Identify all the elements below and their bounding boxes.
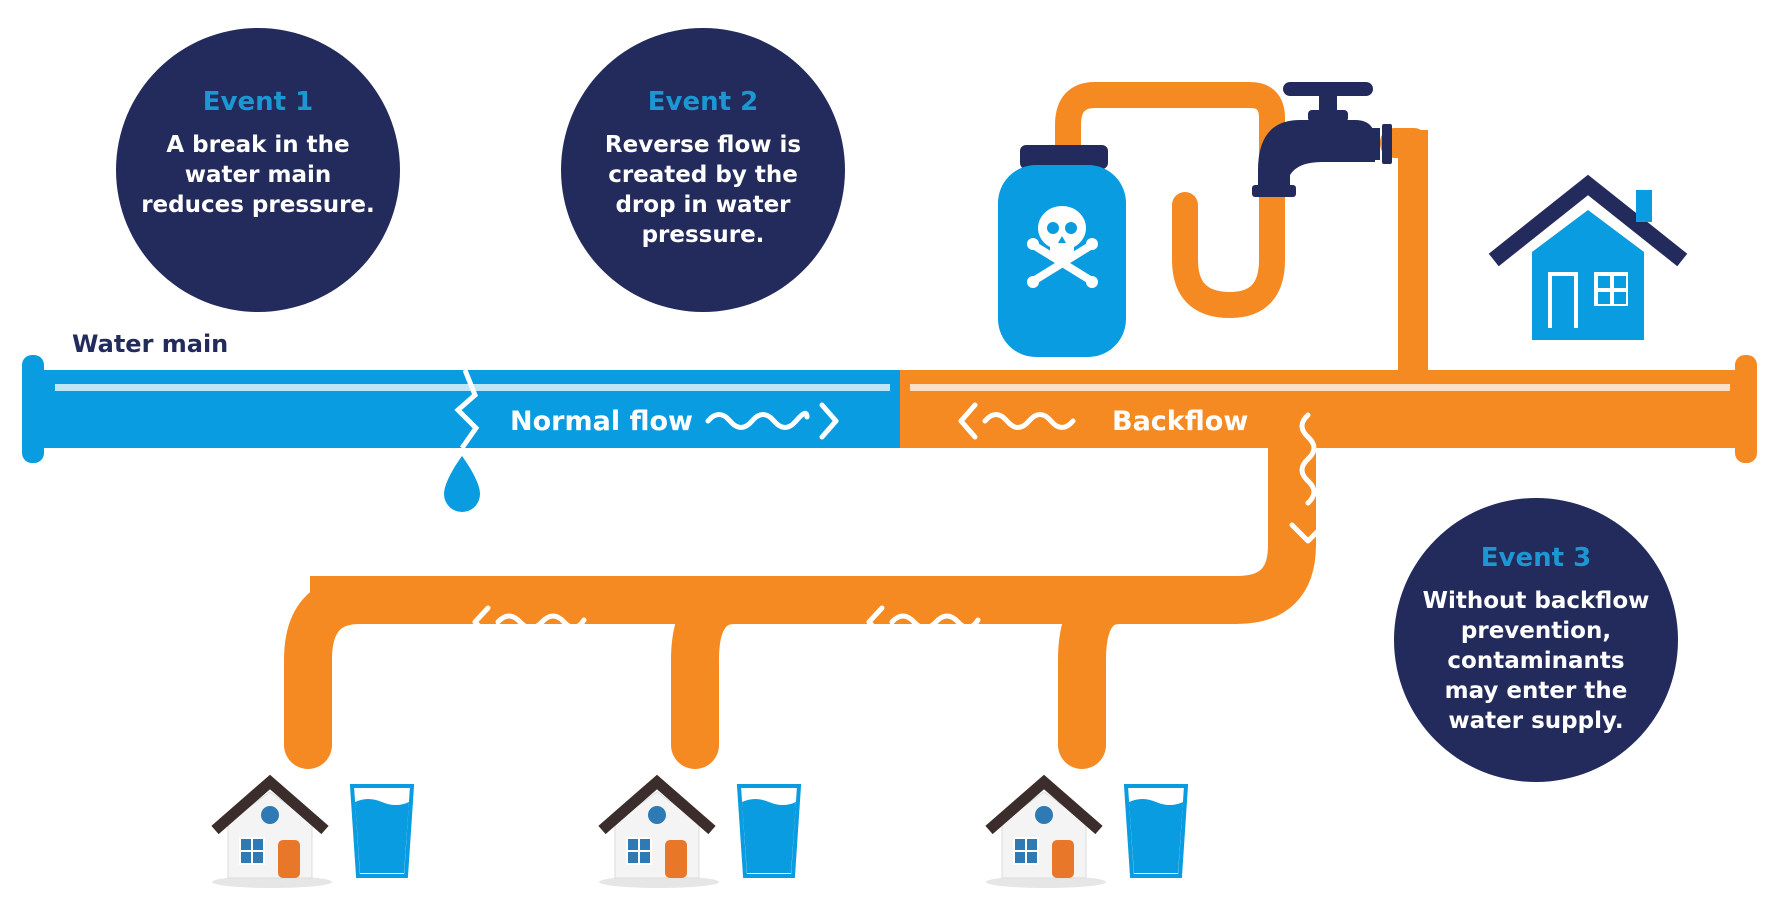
riser-pipe	[1398, 130, 1428, 390]
house-shadow	[599, 876, 719, 888]
pipe-end	[1058, 721, 1106, 769]
event-2-line: Reverse flow is	[605, 132, 801, 158]
crossbones	[1031, 242, 1094, 284]
backflow-label: Backflow	[1112, 406, 1248, 437]
event-2-line: drop in water	[615, 192, 791, 218]
house-door	[665, 840, 687, 878]
branch-pipe-house-2	[671, 576, 737, 745]
arrow-left-icon	[472, 605, 491, 639]
water-glass-icon	[349, 784, 415, 878]
glass-water	[1129, 799, 1183, 873]
skull-crossbones-icon	[998, 145, 1126, 357]
event-3-line: water supply.	[1448, 708, 1623, 734]
water-glass-icon	[736, 784, 802, 878]
water-drop-icon	[444, 456, 480, 512]
main-house-door-inner	[1552, 276, 1574, 340]
event-3-line: prevention,	[1461, 618, 1611, 644]
arrow-left-icon	[866, 605, 885, 639]
house-roof	[985, 774, 1103, 835]
tank-cap	[1020, 145, 1108, 169]
tap-body	[1258, 120, 1375, 188]
glass-water	[742, 799, 796, 873]
event-1-background	[116, 28, 400, 312]
event-2-circle: Event 2 Reverse flow is created by the d…	[561, 28, 845, 312]
house-door	[278, 840, 300, 878]
house-icon	[211, 774, 332, 888]
branch-pipe-house-3	[1058, 576, 1122, 745]
house-icon	[1488, 174, 1688, 340]
pipe-flange-right	[1735, 355, 1757, 463]
pipe-end	[284, 721, 332, 769]
normal-flow-squiggle	[705, 410, 810, 430]
event-3-line: contaminants	[1447, 648, 1624, 674]
distribution-pipes	[284, 440, 1316, 745]
glass-water	[355, 799, 409, 873]
branch-pipe-ends	[284, 721, 1106, 769]
branch-pipe-house-1	[284, 576, 362, 745]
event-3-circle: Event 3 Without backflow prevention, con…	[1394, 498, 1678, 782]
house-attic-window	[648, 806, 666, 824]
branch-squiggle-2	[889, 613, 981, 631]
house-icon	[985, 774, 1106, 888]
main-house-roof	[1488, 174, 1688, 267]
skull	[1038, 206, 1086, 250]
arrow-right-icon	[819, 402, 839, 440]
house-roof	[598, 774, 716, 835]
event-3-background	[1394, 498, 1678, 782]
branch-pipe-down	[310, 440, 1316, 624]
water-main-orange-section	[900, 370, 1745, 448]
normal-flow-label: Normal flow	[510, 406, 693, 437]
event-1-line: A break in the	[166, 132, 349, 158]
event-1-line: reduces pressure.	[141, 192, 375, 218]
event-3-line: may enter the	[1445, 678, 1628, 704]
house-icon	[598, 774, 719, 888]
event-2-background	[561, 28, 845, 312]
house-row	[211, 774, 1189, 888]
water-main-pipe	[22, 355, 1757, 463]
branch-squiggle-1	[495, 613, 587, 631]
flow-arrows	[472, 402, 1327, 639]
tap-icon	[1252, 82, 1392, 197]
main-house-chimney	[1636, 190, 1652, 222]
water-main-label: Water main	[72, 330, 228, 358]
event-3-line: Without backflow	[1423, 588, 1650, 614]
event-2-line: pressure.	[642, 222, 765, 248]
event-1-circle: Event 1 A break in the water main reduce…	[116, 28, 400, 312]
house-shadow	[212, 876, 332, 888]
event-2-title: Event 2	[648, 87, 758, 117]
pipe-flange-left	[22, 355, 44, 463]
house-attic-window	[1035, 806, 1053, 824]
hose-pipe	[1055, 82, 1285, 318]
house-door	[1052, 840, 1074, 878]
water-glass-icon	[1123, 784, 1189, 878]
event-1-title: Event 1	[203, 87, 313, 117]
house-roof	[211, 774, 329, 835]
arrow-down-icon	[1289, 522, 1327, 544]
house-attic-window	[261, 806, 279, 824]
pipe-crack	[454, 369, 480, 450]
house-shadow	[986, 876, 1106, 888]
arrow-left-icon	[958, 402, 978, 440]
pipe-end	[671, 721, 719, 769]
event-1-line: water main	[185, 162, 331, 188]
down-flow-squiggle	[1299, 412, 1317, 506]
backflow-squiggle	[982, 412, 1076, 430]
pipe-highlight-orange	[910, 384, 1730, 391]
water-main-blue-section	[32, 370, 900, 448]
event-3-title: Event 3	[1481, 543, 1591, 573]
event-2-line: created by the	[608, 162, 798, 188]
